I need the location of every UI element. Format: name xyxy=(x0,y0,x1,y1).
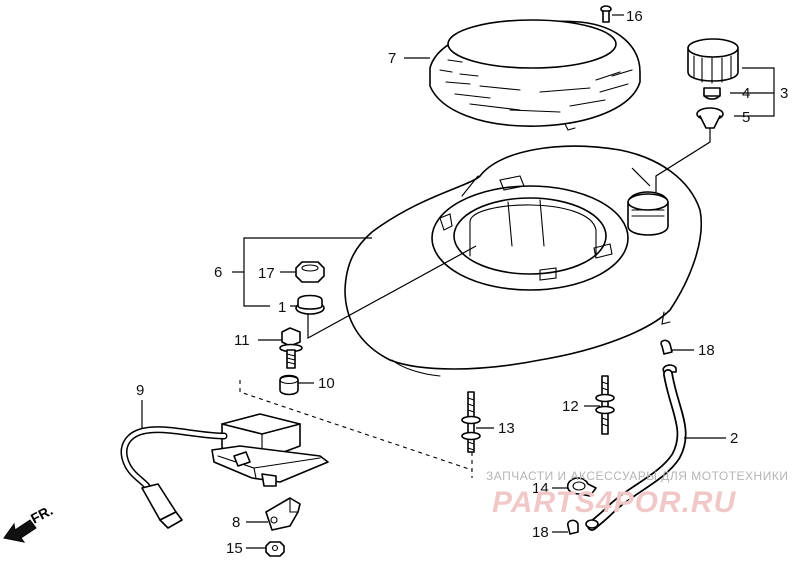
callout-8: 8 xyxy=(232,514,240,531)
flange-bolt-part[interactable] xyxy=(279,327,303,369)
fuel-cap-part[interactable] xyxy=(687,38,739,84)
watermark-caption: ЗАПЧАСТИ И АКСЕССУАРЫ ДЛЯ МОТОТЕХНИКИ xyxy=(486,469,788,483)
front-direction-marker: FR. xyxy=(3,502,55,543)
fuel-tank-cover-part[interactable] xyxy=(344,145,702,377)
stud-bolt-part[interactable] xyxy=(461,391,481,453)
callout-15: 15 xyxy=(226,540,243,557)
callout-18-lower: 18 xyxy=(532,524,549,541)
starter-cover-part[interactable] xyxy=(429,19,641,131)
breather-tube-part[interactable] xyxy=(585,364,687,531)
cap-strainer-part[interactable] xyxy=(696,107,724,129)
collar-part[interactable] xyxy=(279,374,299,396)
callout-labels: 7 16 3 4 5 6 17 1 11 10 9 13 12 18 2 14 … xyxy=(136,8,788,557)
callout-4: 4 xyxy=(742,85,750,102)
callout-5: 5 xyxy=(742,109,750,126)
callout-11: 11 xyxy=(234,332,250,349)
callout-9: 9 xyxy=(136,382,144,399)
callout-17: 17 xyxy=(258,265,275,282)
cap-gasket-part[interactable] xyxy=(703,87,721,100)
stud-bolt-12-part[interactable] xyxy=(595,375,615,435)
callout-7: 7 xyxy=(388,50,396,67)
tube-clamp-part[interactable] xyxy=(566,477,597,497)
callout-14: 14 xyxy=(532,480,549,497)
callout-12: 12 xyxy=(562,398,579,415)
flange-nut-part[interactable] xyxy=(295,261,325,283)
callout-1: 1 xyxy=(278,299,286,316)
bracket-part[interactable] xyxy=(265,497,301,531)
callout-6: 6 xyxy=(214,264,222,281)
small-nut-part[interactable] xyxy=(265,541,285,557)
front-arrow-icon xyxy=(3,519,37,543)
callout-3: 3 xyxy=(780,85,788,102)
ignition-coil-part[interactable] xyxy=(120,413,329,529)
callout-18-upper: 18 xyxy=(698,342,715,359)
screw-part[interactable] xyxy=(600,5,612,23)
clip-upper-part[interactable] xyxy=(660,339,673,355)
callout-16: 16 xyxy=(626,8,643,25)
callout-13: 13 xyxy=(498,420,515,437)
leader-lines xyxy=(141,14,775,549)
watermark: ЗАПЧАСТИ И АКСЕССУАРЫ ДЛЯ МОТОТЕХНИКИ PA… xyxy=(486,469,788,519)
watermark-site: PARTS4POR.RU xyxy=(492,486,737,519)
callout-10: 10 xyxy=(318,375,335,392)
clip-lower-part[interactable] xyxy=(566,519,579,535)
callout-2: 2 xyxy=(730,430,738,447)
grommet-part[interactable] xyxy=(295,294,325,315)
